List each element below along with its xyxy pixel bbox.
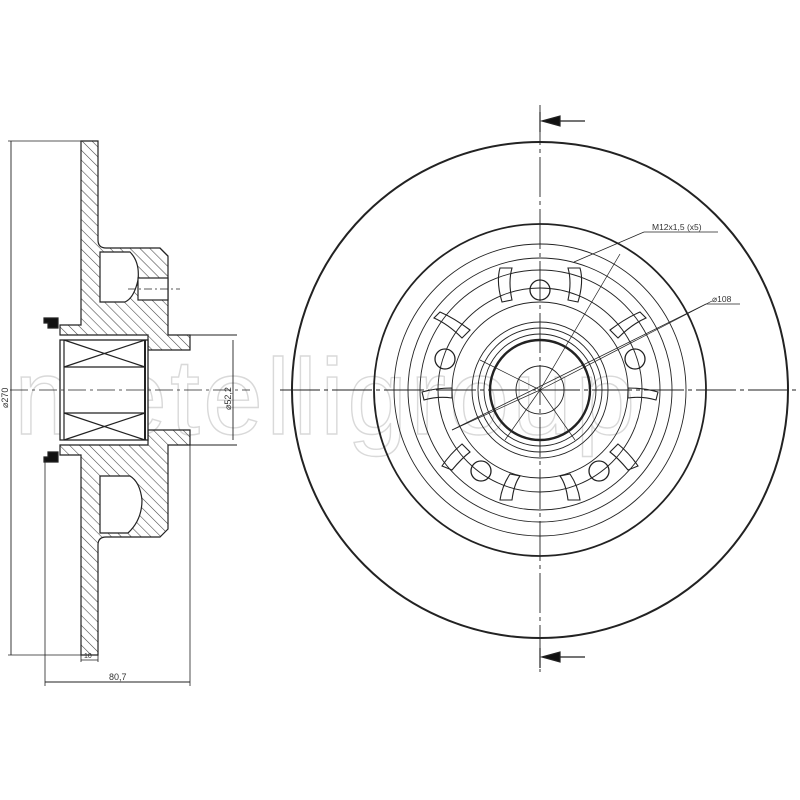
- hub-ribs: [421, 267, 659, 501]
- disc-flange-bottom: [59, 429, 191, 656]
- side-section-view: [8, 140, 250, 686]
- seal-bottom: [43, 451, 59, 463]
- dim-bore-diameter: ⌀52,2: [223, 387, 233, 410]
- dim-disc-thickness: 10: [84, 653, 92, 660]
- bolt-hole: [434, 348, 456, 370]
- section-arrow-top: [539, 112, 585, 132]
- callout-bolt-thread: M12x1,5 (x5): [652, 222, 702, 232]
- disc-flange-top: [59, 140, 191, 351]
- callout-pitch-circle: ⌀108: [712, 294, 732, 304]
- bolt-hole: [470, 460, 492, 482]
- bolt-hole: [624, 348, 646, 370]
- seal-top: [43, 317, 59, 329]
- bolt-hole: [588, 460, 610, 482]
- dim-outer-diameter: ⌀270: [0, 388, 10, 408]
- front-view: [280, 105, 800, 672]
- dim-total-height: 80,7: [109, 672, 127, 682]
- hub-cavity-top: [99, 251, 139, 303]
- section-arrow-bottom: [539, 648, 585, 668]
- leader-bolt-thread: [573, 231, 718, 263]
- hub-cavity-bottom: [99, 475, 143, 534]
- leader-pitch-circle: [451, 303, 740, 431]
